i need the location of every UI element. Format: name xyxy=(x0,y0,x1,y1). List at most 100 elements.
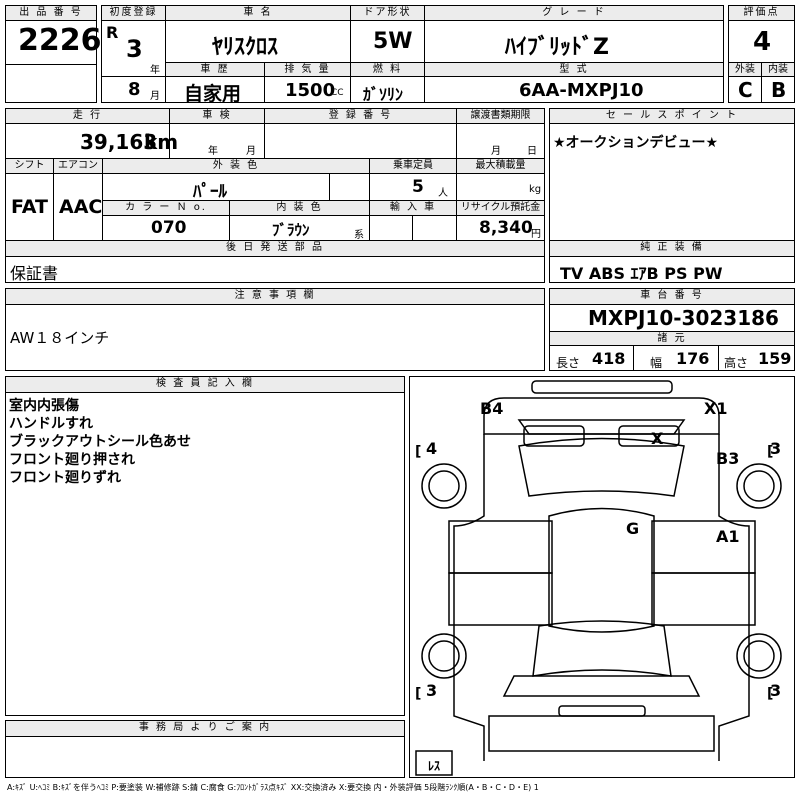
equipment: TV ABS ｴｱB PS PW xyxy=(560,264,723,283)
tire-rr-bracket-open: [ xyxy=(767,686,773,702)
grade: ﾊｲﾌﾞﾘｯﾄﾞZ xyxy=(505,35,609,60)
interior-color-unit: 系 xyxy=(354,230,364,241)
color-no-header: カ ラ ー Ｎ o. xyxy=(102,200,230,216)
fuel-header: 燃 料 xyxy=(350,62,425,77)
color-header: 外 装 色 xyxy=(102,158,370,174)
mileage-cell: 39,163 km xyxy=(5,123,178,159)
capacity: 5 xyxy=(412,177,424,197)
inspection-month-unit: 月 xyxy=(246,146,256,157)
first-reg-month-cell: 8 月 xyxy=(101,76,166,103)
max-load-header: 最大積載量 xyxy=(456,158,545,174)
interior-color-header: 内 装 色 xyxy=(229,200,370,216)
spec-divider-2 xyxy=(718,345,719,371)
recycle-header: リサイクル預託金 xyxy=(456,200,545,216)
lot-no-header: 出 品 番 号 xyxy=(5,5,97,21)
grade-cell: ﾊｲﾌﾞﾘｯﾄﾞZ xyxy=(424,20,724,63)
ac: AAC xyxy=(59,196,103,218)
spare-tire: ﾚｽ xyxy=(428,759,441,773)
lot-no-empty xyxy=(5,64,97,103)
height-label: 高さ xyxy=(724,356,749,370)
door-type: 5W xyxy=(373,29,413,54)
car-diagram: [ [ [ [ xyxy=(415,380,782,776)
displacement-cell: 1500 CC xyxy=(264,76,351,103)
int-grade-header: 内装 xyxy=(761,62,795,77)
chassis-header: 車 台 番 号 xyxy=(549,288,795,305)
max-load-unit: kg xyxy=(529,184,542,195)
inspector-line: ブラックアウトシール色あせ xyxy=(9,434,191,450)
mark-x1: X1 xyxy=(704,399,728,418)
car-name-cell: ﾔﾘｽｸﾛｽ xyxy=(165,20,351,63)
spec-cell: 長さ 418 幅 176 高さ 159 xyxy=(549,345,795,371)
tire-fr-bracket-open: [ xyxy=(767,444,773,460)
ac-cell: AAC xyxy=(53,173,103,241)
notes-header: 注 意 事 項 欄 xyxy=(5,288,545,305)
tire-rl-bracket-open: [ xyxy=(415,686,421,702)
exterior-color: ﾊﾟｰﾙ xyxy=(193,182,227,202)
height: 159 xyxy=(758,349,792,368)
import-cell-b xyxy=(412,215,457,241)
legend: A:ｷｽﾞ U:ﾍｺﾐ B:ｷｽﾞを伴うﾍｺﾐ P:要塗装 W:補修跡 S:錆 … xyxy=(7,783,539,792)
inspection-year-unit: 年 xyxy=(208,146,218,157)
inspector-line: ハンドルすれ xyxy=(9,416,93,432)
transfer-header: 譲渡書類期限 xyxy=(456,108,545,124)
mark-b3: B3 xyxy=(716,449,740,468)
later-parts: 保証書 xyxy=(10,264,59,283)
mileage-header: 走 行 xyxy=(5,108,170,124)
mark-a1: A1 xyxy=(716,527,740,546)
transfer-day-unit: 日 xyxy=(527,146,537,157)
max-load-cell: kg xyxy=(456,173,545,201)
door-header: ドア形状 xyxy=(350,5,425,21)
color-extra-cell xyxy=(329,173,370,201)
inspector-line: フロント廻りずれ xyxy=(9,470,121,486)
recycle-cell: 8,340 円 xyxy=(456,215,545,241)
spec-header: 諸 元 xyxy=(549,331,795,346)
notes-cell: AW１８インチ xyxy=(5,304,545,371)
ac-header: エアコン xyxy=(53,158,103,174)
shift-header: シフト xyxy=(5,158,54,174)
ext-grade-cell: C xyxy=(728,76,762,103)
import-cell-a xyxy=(369,215,413,241)
inspection-header: 車 検 xyxy=(169,108,265,124)
tire-fl-bracket-open: [ xyxy=(415,444,421,460)
lot-no-cell: 2226 xyxy=(5,20,102,65)
color-cell: ﾊﾟｰﾙ xyxy=(102,173,330,202)
length-label: 長さ xyxy=(556,356,581,370)
mark-g: G xyxy=(626,519,640,538)
reg-month: 8 xyxy=(128,79,141,100)
fuel: ｶﾞｿﾘﾝ xyxy=(363,85,404,104)
model: 6AA-MXPJ10 xyxy=(519,80,644,101)
later-parts-cell: 保証書 xyxy=(5,256,545,283)
tire-fl: 4 xyxy=(426,439,438,458)
month-unit: 月 xyxy=(150,91,160,102)
model-cell: 6AA-MXPJ10 xyxy=(424,76,724,103)
tire-rl: 3 xyxy=(426,681,438,700)
history: 自家用 xyxy=(184,83,242,105)
score-header: 評価点 xyxy=(728,5,795,21)
displacement-unit: CC xyxy=(331,88,344,98)
recycle-unit: 円 xyxy=(531,229,541,240)
car-diagram-panel: [ [ [ [ B4 X1 X B3 G A1 4 3 3 3 ﾚｽ xyxy=(409,376,795,778)
int-grade-cell: B xyxy=(761,76,795,103)
reg-no-cell xyxy=(264,123,457,159)
model-header: 型 式 xyxy=(424,62,724,77)
car-name: ﾔﾘｽｸﾛｽ xyxy=(212,35,279,60)
displacement-header: 排 気 量 xyxy=(264,62,351,77)
mileage: 39,163 xyxy=(80,130,158,154)
history-cell: 自家用 xyxy=(165,76,265,105)
interior-color-cell: ﾌﾞﾗｳﾝ 系 xyxy=(229,215,370,241)
tire-fr: 3 xyxy=(770,439,782,458)
recycle-fee: 8,340 xyxy=(479,218,533,238)
reg-no-header: 登 録 番 号 xyxy=(264,108,457,124)
tire-rr: 3 xyxy=(770,681,782,700)
fuel-cell: ｶﾞｿﾘﾝ xyxy=(350,76,425,104)
shift: FAT xyxy=(11,196,48,218)
shift-cell: FAT xyxy=(5,173,54,241)
year-unit: 年 xyxy=(150,65,160,76)
ext-grade: C xyxy=(738,78,753,102)
chassis-cell: MXPJ10-3023186 xyxy=(549,304,795,332)
displacement: 1500 xyxy=(285,80,336,101)
sales-point-header: セ ー ル ス ポ イ ン ト xyxy=(549,108,795,124)
capacity-cell: 5 人 xyxy=(369,173,457,201)
equipment-cell: TV ABS ｴｱB PS PW xyxy=(549,256,795,283)
inspector-line: 室内内張傷 xyxy=(9,398,79,414)
